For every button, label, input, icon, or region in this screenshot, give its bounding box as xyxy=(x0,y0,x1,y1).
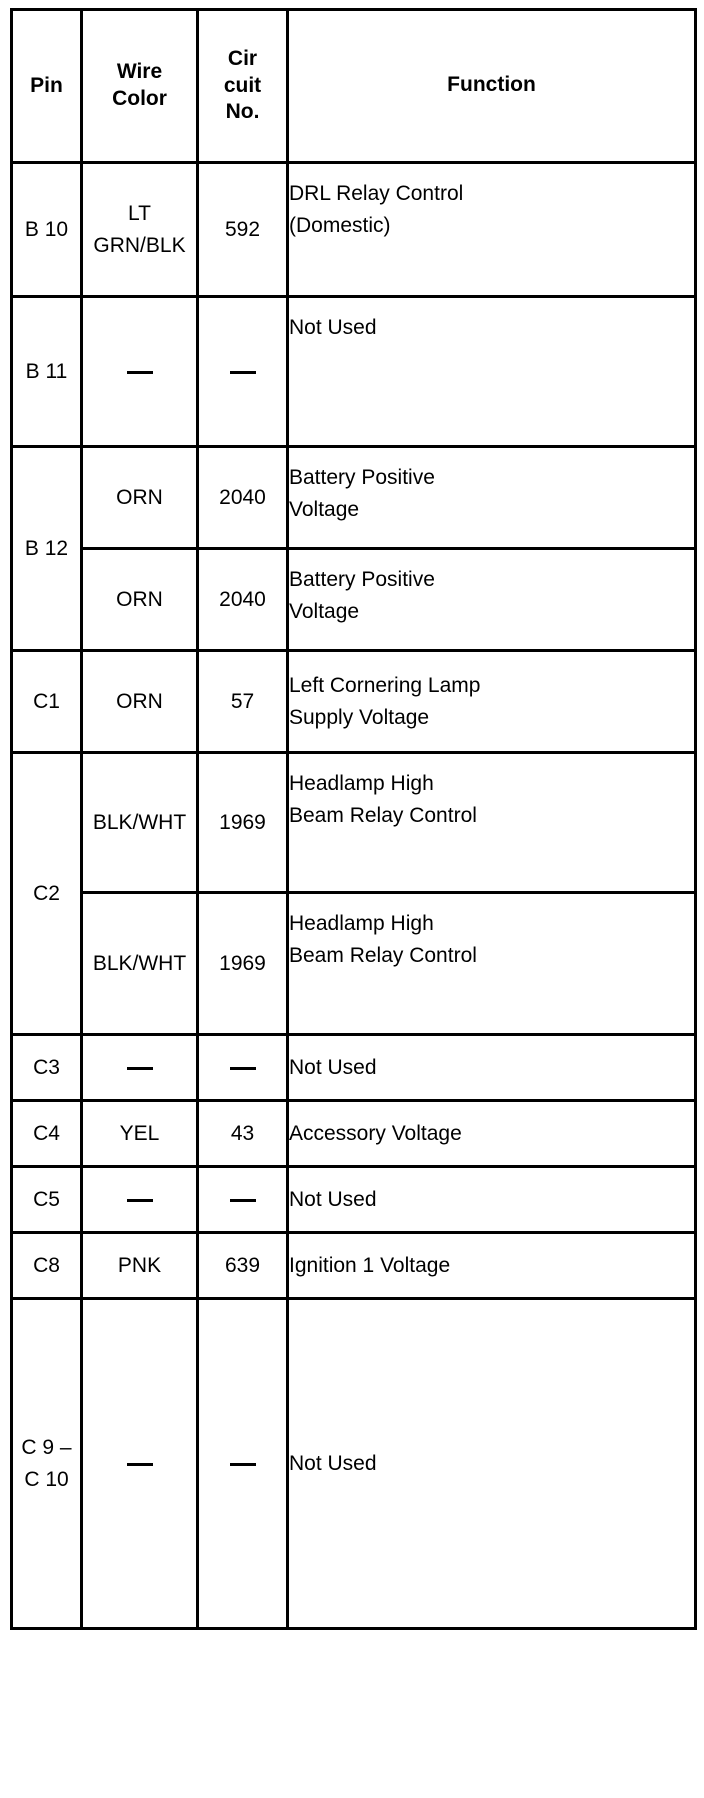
cell-function: Headlamp High Beam Relay Control xyxy=(286,891,697,1036)
cell-function: DRL Relay Control (Domestic) xyxy=(286,161,697,298)
cell-function-line1: Not Used xyxy=(289,1451,377,1475)
cell-function-line1: Battery Positive xyxy=(289,568,435,591)
dash-icon xyxy=(229,1198,256,1202)
cell-wire-color xyxy=(80,1033,199,1102)
table-row: B 12 ORN 2040 Battery Positive Voltage xyxy=(10,445,697,652)
cell-wire-color xyxy=(80,1297,199,1630)
header-row: Pin Wire Color Cir cuit No. Function xyxy=(10,8,697,164)
table-row: C8 PNK 639 Ignition 1 Voltage xyxy=(10,1231,697,1300)
cell-pin: B 11 xyxy=(10,295,83,448)
table-row: B 11 Not Used xyxy=(10,295,697,448)
cell-pin: C5 xyxy=(10,1165,83,1234)
cell-function-line1: Headlamp High xyxy=(289,912,434,935)
cell-circuit-no xyxy=(196,1297,289,1630)
cell-circuit-no: 1969 xyxy=(196,751,289,894)
column-header-wire-color-line2: Color xyxy=(112,87,167,110)
cell-circuit-no: 2040 xyxy=(196,547,289,652)
cell-wire-color: BLK/WHT xyxy=(80,751,199,894)
cell-pin: C1 xyxy=(10,649,83,754)
table-row: C 9 – C 10 Not Used xyxy=(10,1297,697,1630)
cell-function-line2: Beam Relay Control xyxy=(289,943,477,967)
cell-circuit-no: 639 xyxy=(196,1231,289,1300)
cell-function-line2: Voltage xyxy=(289,497,360,521)
cell-pin: C2 xyxy=(10,751,83,1036)
cell-pin: C4 xyxy=(10,1099,83,1168)
cell-wire-color: YEL xyxy=(80,1099,199,1168)
cell-function-line1: Headlamp High xyxy=(289,772,434,795)
cell-function: Ignition 1 Voltage xyxy=(286,1231,697,1300)
cell-wire-color: ORN xyxy=(80,649,199,754)
column-header-circuit-no-line3: No. xyxy=(225,100,260,124)
cell-circuit-no xyxy=(196,1165,289,1234)
cell-pin: C8 xyxy=(10,1231,83,1300)
cell-function: Left Cornering Lamp Supply Voltage xyxy=(286,649,697,754)
cell-function-line2: Voltage xyxy=(289,599,360,623)
column-header-pin-label: Pin xyxy=(30,73,63,97)
cell-function-line1: DRL Relay Control xyxy=(289,182,464,205)
cell-circuit-no xyxy=(196,1033,289,1102)
cell-function-line1: Ignition 1 Voltage xyxy=(289,1253,451,1277)
cell-pin: B 10 xyxy=(10,161,83,298)
cell-function: Battery Positive Voltage xyxy=(286,547,697,652)
table-row: C1 ORN 57 Left Cornering Lamp Supply Vol… xyxy=(10,649,697,754)
table-row: ORN 2040 Battery Positive Voltage xyxy=(12,547,697,652)
cell-circuit-no: 2040 xyxy=(196,445,289,550)
cell-function: Not Used xyxy=(286,1297,697,1630)
dash-icon xyxy=(229,1462,256,1466)
cell-function-line1: Not Used xyxy=(289,316,377,339)
cell-wire-color: LT GRN/BLK xyxy=(80,161,199,298)
cell-wire-color xyxy=(80,295,199,448)
column-header-circuit-no: Cir cuit No. xyxy=(196,8,289,164)
cell-circuit-no: 592 xyxy=(196,161,289,298)
column-header-circuit-no-line1: Cir xyxy=(227,46,258,70)
table-row: C3 Not Used xyxy=(10,1033,697,1102)
dash-icon xyxy=(126,1462,153,1466)
cell-function-line2: (Domestic) xyxy=(289,213,391,237)
cell-function-line1: Not Used xyxy=(289,1187,377,1211)
cell-function-line2: Supply Voltage xyxy=(289,705,430,729)
column-header-wire-color-line1: Wire xyxy=(116,60,163,84)
cell-circuit-no: 43 xyxy=(196,1099,289,1168)
table-row: C4 YEL 43 Accessory Voltage xyxy=(10,1099,697,1168)
cell-wire-color: ORN xyxy=(80,445,199,550)
dash-icon xyxy=(229,1066,256,1070)
cell-function-line1: Battery Positive xyxy=(289,466,435,489)
dash-icon xyxy=(126,370,153,374)
cell-function: Accessory Voltage xyxy=(286,1099,697,1168)
cell-circuit-no: 57 xyxy=(196,649,289,754)
table-row: C5 Not Used xyxy=(10,1165,697,1234)
table-row: BLK/WHT 1969 Headlamp High Beam Relay Co… xyxy=(12,891,697,1036)
table-header: Pin Wire Color Cir cuit No. Function xyxy=(10,8,697,164)
cell-wire-color: PNK xyxy=(80,1231,199,1300)
cell-circuit-no: 1969 xyxy=(196,891,289,1036)
cell-function: Not Used xyxy=(286,295,697,448)
column-header-pin: Pin xyxy=(10,8,83,164)
cell-circuit-no xyxy=(196,295,289,448)
cell-function: Battery Positive Voltage xyxy=(286,445,697,550)
cell-pin: C3 xyxy=(10,1033,83,1102)
connector-pinout-table: Pin Wire Color Cir cuit No. Function xyxy=(10,8,697,1630)
table-row: C2 BLK/WHT 1969 Headlamp High Beam Relay… xyxy=(10,751,697,1036)
cell-function-line2: Beam Relay Control xyxy=(289,803,477,827)
dash-icon xyxy=(126,1198,153,1202)
cell-function: Not Used xyxy=(286,1033,697,1102)
cell-function-line1: Not Used xyxy=(289,1055,377,1079)
table-row: B 10 LT GRN/BLK 592 DRL Relay Control (D… xyxy=(10,161,697,298)
column-header-wire-color: Wire Color xyxy=(80,8,199,164)
cell-wire-color: ORN xyxy=(80,547,199,652)
cell-wire-color: BLK/WHT xyxy=(80,891,199,1036)
cell-pin: C 9 – C 10 xyxy=(10,1297,83,1630)
cell-function-line1: Left Cornering Lamp xyxy=(289,673,481,697)
cell-pin: B 12 xyxy=(10,445,83,652)
dash-icon xyxy=(229,370,256,374)
column-header-circuit-no-line2: cuit xyxy=(223,73,262,97)
cell-wire-color xyxy=(80,1165,199,1234)
column-header-function: Function xyxy=(286,8,697,164)
cell-function: Not Used xyxy=(286,1165,697,1234)
dash-icon xyxy=(126,1066,153,1070)
column-header-function-label: Function xyxy=(447,73,536,97)
cell-function: Headlamp High Beam Relay Control xyxy=(286,751,697,894)
cell-function-line1: Accessory Voltage xyxy=(289,1121,462,1145)
table-body: B 10 LT GRN/BLK 592 DRL Relay Control (D… xyxy=(10,161,697,1630)
